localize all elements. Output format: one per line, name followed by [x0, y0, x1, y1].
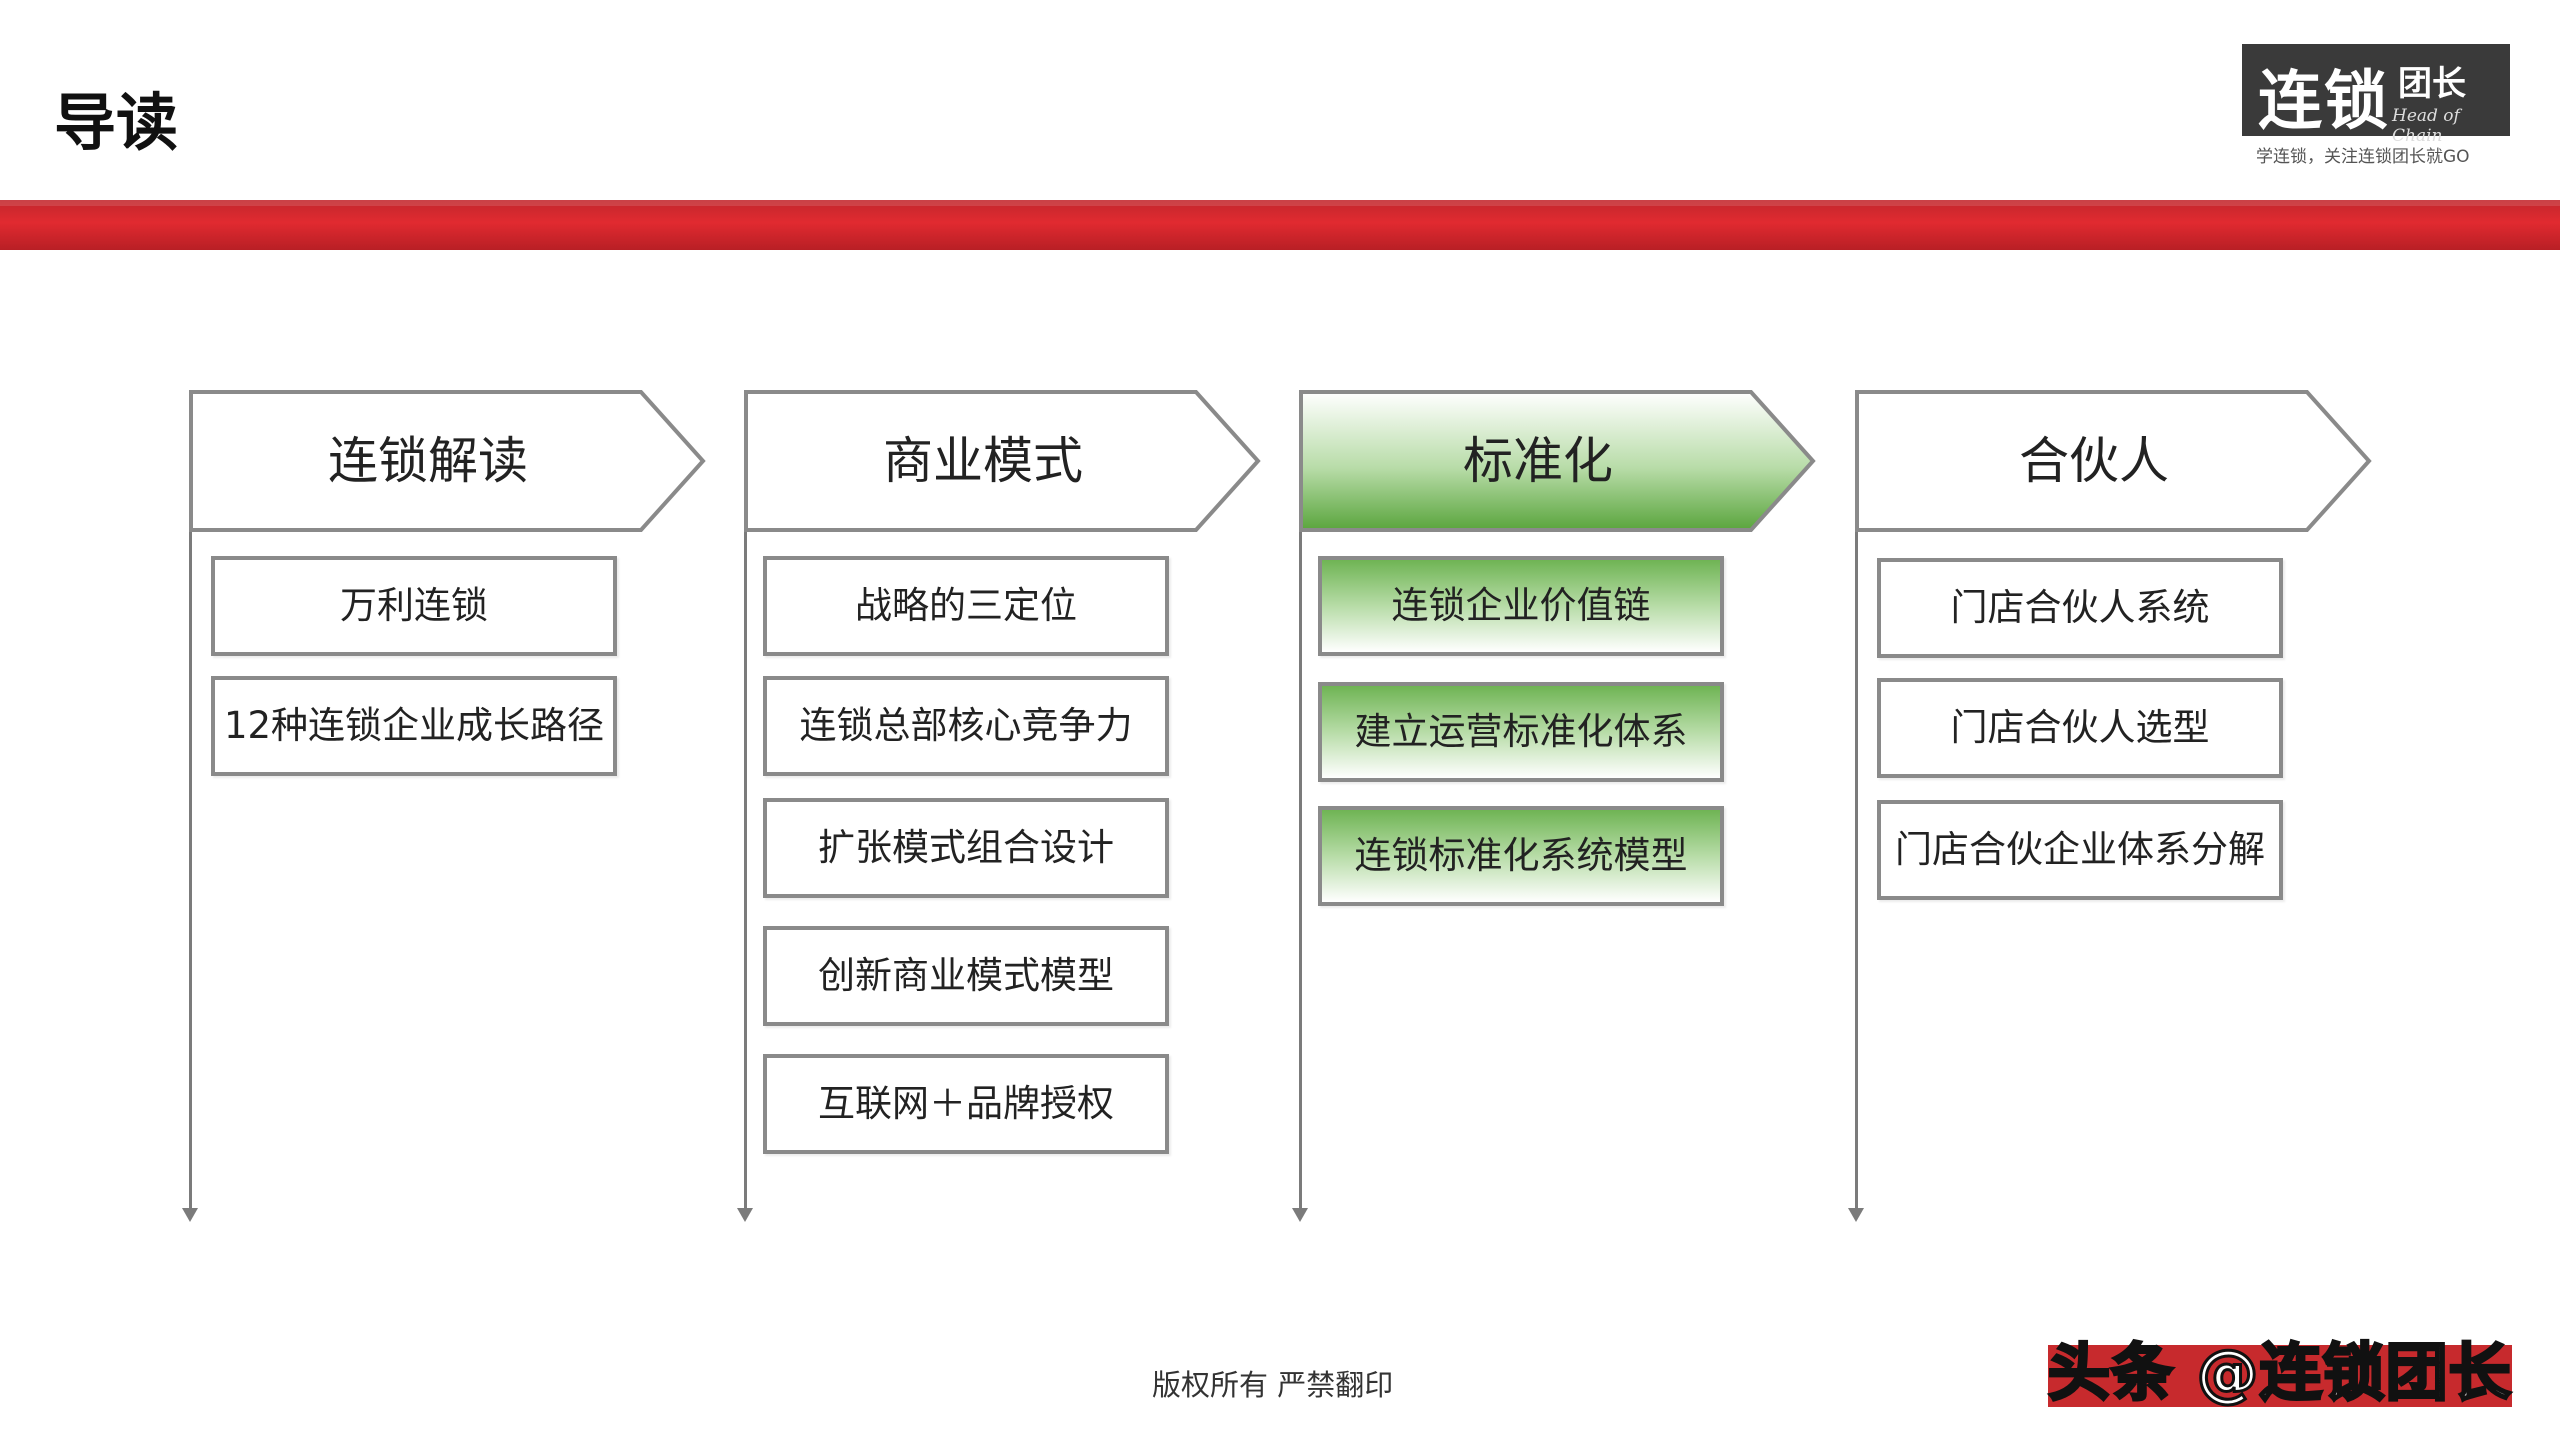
timeline-line [744, 390, 747, 1210]
list-item[interactable]: 扩张模式组合设计 [763, 798, 1169, 898]
column-standardization: 标准化 连锁企业价值链 建立运营标准化体系 连锁标准化系统模型 [1292, 390, 1859, 1230]
red-banner [0, 200, 2560, 250]
list-item[interactable]: 门店合伙企业体系分解 [1877, 800, 2283, 900]
list-item[interactable]: 门店合伙人系统 [1877, 558, 2283, 658]
timeline-arrow-icon [737, 1208, 753, 1222]
list-item[interactable]: 12种连锁企业成长路径 [211, 676, 617, 776]
column-header[interactable]: 连锁解读 [189, 390, 707, 532]
logo-main: 连锁 [2258, 65, 2390, 139]
list-item[interactable]: 万利连锁 [211, 556, 617, 656]
column-business-model: 商业模式 战略的三定位 连锁总部核心竞争力 扩张模式组合设计 创新商业模式模型 … [737, 390, 1304, 1230]
list-item[interactable]: 战略的三定位 [763, 556, 1169, 656]
logo-tagline: 学连锁，关注连锁团长就GO [2256, 147, 2470, 167]
list-item[interactable]: 互联网＋品牌授权 [763, 1054, 1169, 1154]
timeline-arrow-icon [1848, 1208, 1864, 1222]
column-lianshuo: 连锁解读 万利连锁 12种连锁企业成长路径 [182, 390, 749, 1230]
list-item[interactable]: 连锁企业价值链 [1318, 556, 1724, 656]
column-title: 商业模式 [883, 432, 1083, 490]
timeline-line [1299, 390, 1302, 1210]
timeline-arrow-icon [1292, 1208, 1308, 1222]
watermark-background [2048, 1345, 2512, 1407]
timeline-line [1855, 390, 1858, 1210]
timeline-line [189, 390, 192, 1210]
column-header[interactable]: 合伙人 [1855, 390, 2373, 532]
page-title: 导读 [54, 86, 179, 159]
column-title: 合伙人 [2019, 432, 2169, 490]
column-title: 连锁解读 [328, 432, 528, 490]
list-item[interactable]: 连锁总部核心竞争力 [763, 676, 1169, 776]
column-partners: 合伙人 门店合伙人系统 门店合伙人选型 门店合伙企业体系分解 [1848, 390, 2415, 1230]
logo-english: Head of Chain [2392, 106, 2460, 146]
list-item[interactable]: 门店合伙人选型 [1877, 678, 2283, 778]
list-item[interactable]: 创新商业模式模型 [763, 926, 1169, 1026]
column-header[interactable]: 商业模式 [744, 390, 1262, 532]
watermark: 头条 @连锁团长 [2047, 1335, 2513, 1411]
list-item[interactable]: 连锁标准化系统模型 [1318, 806, 1724, 906]
timeline-arrow-icon [182, 1208, 198, 1222]
list-item[interactable]: 建立运营标准化体系 [1318, 682, 1724, 782]
logo: 连锁 团长 Head of Chain [2242, 44, 2510, 146]
column-title: 标准化 [1463, 432, 1613, 490]
column-header[interactable]: 标准化 [1299, 390, 1817, 532]
footer-copyright: 版权所有 严禁翻印 [1152, 1368, 1394, 1402]
logo-sub: 团长 [2398, 64, 2466, 104]
